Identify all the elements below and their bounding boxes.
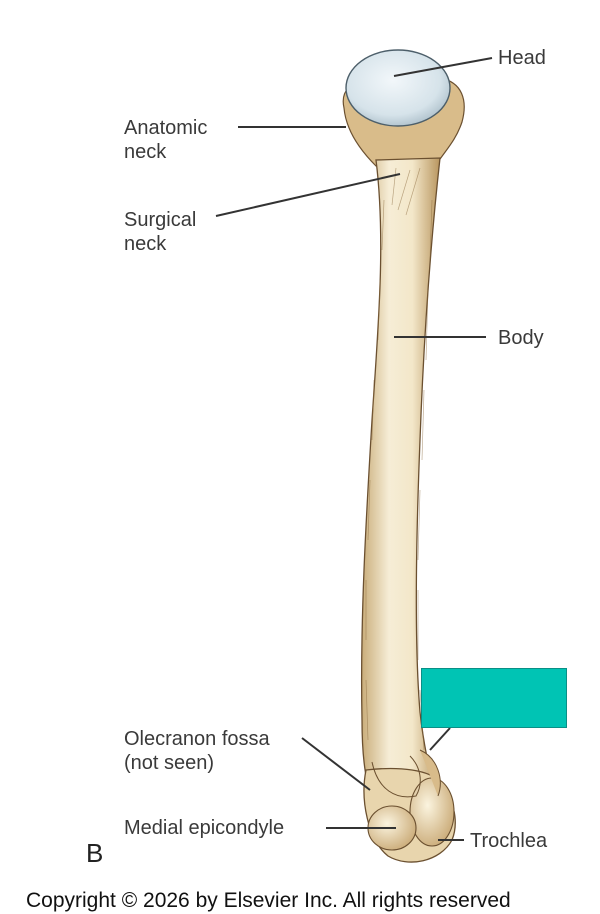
hidden-label-answer-box[interactable] — [421, 668, 567, 728]
leader-head — [393, 57, 493, 77]
capitulum-shape — [419, 749, 441, 797]
leader-surgical-neck — [215, 173, 401, 217]
label-head: Head — [498, 47, 546, 69]
panel-letter: B — [86, 838, 104, 868]
label-anatomic-neck-line2: neck — [124, 141, 167, 163]
trochlea-shape — [409, 777, 455, 847]
label-medial-epicondyle: Medial epicondyle — [124, 817, 285, 839]
label-trochlea: Trochlea — [470, 830, 548, 852]
label-body: Body — [498, 327, 544, 349]
label-olecranon-fossa-line2: (not seen) — [124, 752, 215, 774]
copyright-notice: Copyright © 2026 by Elsevier Inc. All ri… — [26, 889, 511, 912]
leader-lines — [215, 57, 493, 841]
label-anatomic-neck-line1: Anatomic — [124, 117, 208, 139]
shaft-hatching — [365, 167, 433, 751]
humeral-head — [345, 49, 451, 127]
label-surgical-neck-line2: neck — [124, 233, 167, 255]
label-olecranon-fossa-line1: Olecranon fossa — [124, 728, 270, 750]
leader-olecranon — [301, 737, 371, 791]
label-surgical-neck-line1: Surgical — [124, 209, 197, 231]
leader-answer-box — [429, 727, 451, 751]
olecranon-fossa-shape — [371, 755, 421, 798]
